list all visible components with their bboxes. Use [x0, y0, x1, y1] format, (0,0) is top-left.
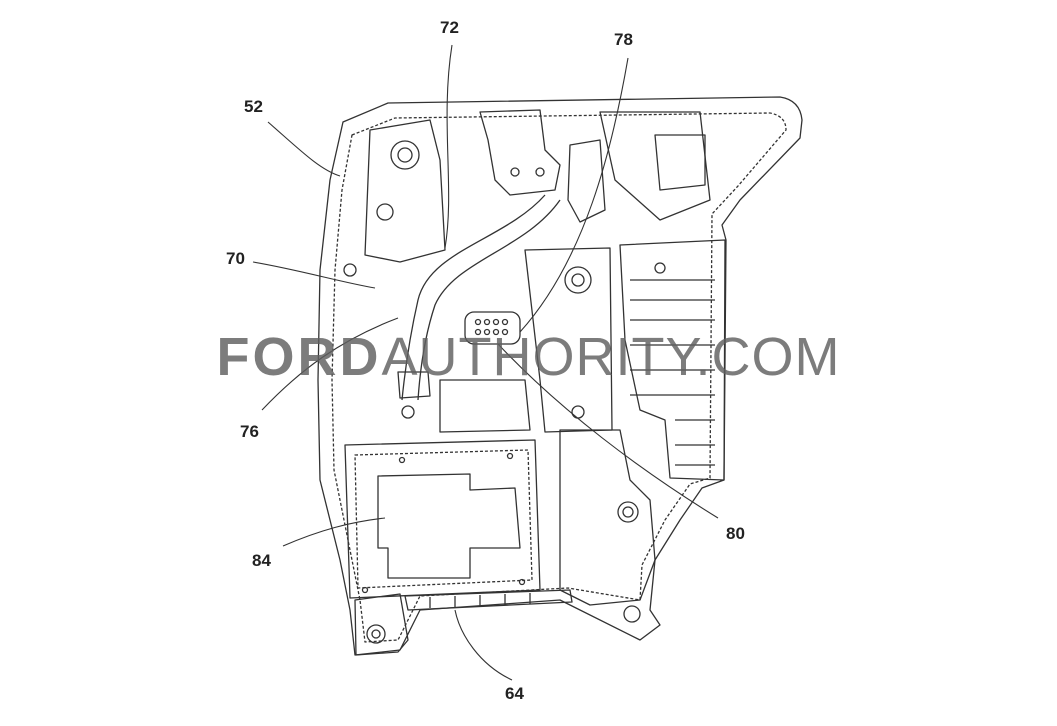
lead-line-64 [454, 609, 513, 681]
bottom-right-hole [623, 605, 641, 623]
lead-line-72 [444, 44, 453, 249]
ref-80: 80 [726, 524, 745, 543]
watermark: FORDAUTHORITY.COM [0, 326, 1057, 388]
lead-line-70 [252, 261, 376, 289]
right-mount [654, 262, 666, 274]
harness-clip-hole [401, 405, 415, 419]
top-bracket-hole-b [535, 167, 545, 177]
ref-72: 72 [440, 18, 459, 37]
ref-52: 52 [244, 97, 263, 116]
lead-lines [252, 44, 719, 681]
wire-harness-inner [417, 199, 561, 401]
right-boss-hole [571, 273, 585, 287]
watermark-com: .COM [695, 327, 841, 387]
top-bracket-a [479, 109, 561, 196]
watermark-ford: FORD [216, 327, 382, 387]
connector-body [464, 311, 521, 345]
right-ribs [630, 279, 715, 466]
bottom-rail-ribs [429, 593, 531, 608]
lower-right-hole [622, 506, 634, 518]
watermark-authority: AUTHORITY [381, 327, 696, 387]
lead-line-84 [282, 517, 386, 547]
bottom-rail [404, 589, 573, 611]
right-rib-panel [619, 239, 726, 481]
upper-left-hole [397, 147, 413, 163]
connector-pins [474, 318, 509, 336]
ref-84: 84 [252, 551, 271, 570]
lower-left-foot [354, 593, 409, 656]
ref-70: 70 [226, 249, 245, 268]
module-plate-inner [354, 449, 533, 589]
lower-right-boss [617, 501, 639, 523]
foot-hole [371, 629, 381, 639]
wire-harness-outer [401, 194, 546, 401]
lead-line-76 [261, 317, 399, 411]
top-bracket-b [567, 139, 606, 223]
lower-right-bracket [559, 429, 656, 606]
harness-clip [397, 371, 431, 399]
upper-left-boss [390, 140, 420, 170]
foot-boss [366, 624, 386, 644]
upper-left-bracket [364, 119, 446, 263]
module-screws [361, 452, 526, 594]
ref-78: 78 [614, 30, 633, 49]
central-block [439, 379, 531, 433]
central-block-2 [524, 247, 613, 433]
lead-line-80 [497, 343, 719, 519]
ref-64: 64 [505, 684, 524, 703]
lead-line-52 [267, 121, 341, 177]
top-bracket-c-inner [654, 134, 706, 191]
left-mount [343, 263, 357, 277]
left-boss [376, 203, 394, 221]
module-footprint [377, 473, 521, 579]
center-boss [571, 405, 585, 419]
module-plate [344, 439, 541, 599]
lead-line-78 [519, 57, 629, 333]
right-boss [564, 266, 592, 294]
top-bracket-hole-a [510, 167, 520, 177]
ref-76: 76 [240, 422, 259, 441]
top-bracket-c [599, 111, 711, 221]
